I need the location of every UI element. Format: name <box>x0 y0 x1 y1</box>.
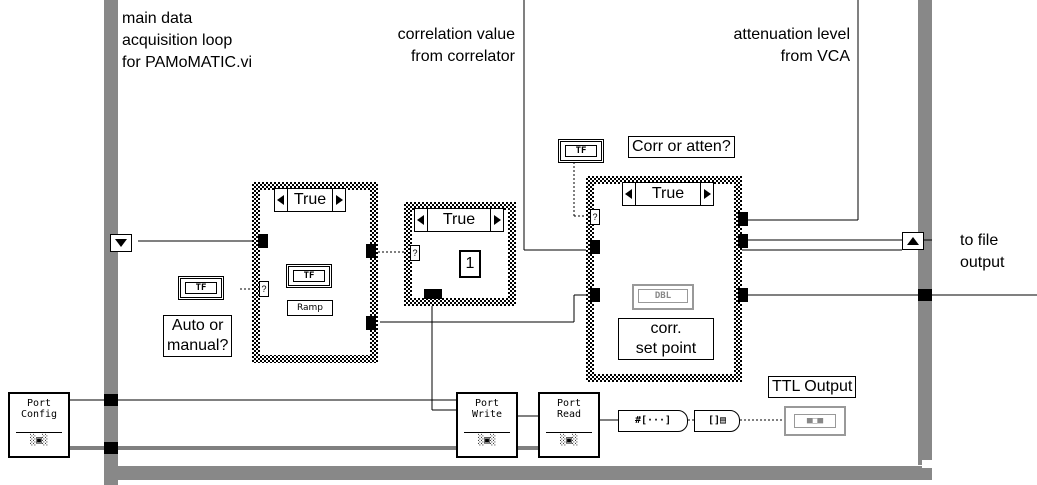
corr-or-atten-label: Corr or atten? <box>628 136 735 158</box>
tunnel <box>738 234 748 248</box>
ramp-indicator[interactable]: TF <box>286 264 332 288</box>
loop-note: main data acquisition loop for PAMoMATIC… <box>122 10 253 71</box>
case-selector-3[interactable]: True <box>622 182 714 206</box>
correlation-note: correlation value from correlator <box>397 26 515 65</box>
selector-terminal: ? <box>410 245 420 261</box>
shift-register-right[interactable] <box>902 232 924 250</box>
increment-arrow-icon <box>490 209 503 231</box>
selector-terminal: ? <box>259 281 269 297</box>
tunnel <box>738 212 748 226</box>
tunnel <box>590 240 600 254</box>
port-config-vi[interactable]: Port Config ░▣░ <box>8 392 70 458</box>
increment-arrow-icon <box>700 183 713 205</box>
numeric-constant[interactable]: 1 <box>459 250 481 278</box>
tunnel <box>366 316 376 330</box>
case-selector-2[interactable]: True <box>414 208 504 232</box>
corr-set-point-terminal[interactable]: DBL <box>632 284 694 310</box>
loop-frame-right <box>918 0 932 465</box>
serial-port-icon: ░▣░ <box>546 432 592 451</box>
decrement-arrow-icon <box>415 209 428 231</box>
loop-frame-bottom <box>104 466 932 480</box>
selector-terminal: ? <box>590 209 600 225</box>
corr-or-atten-terminal[interactable]: TF <box>558 139 604 163</box>
auto-manual-terminal[interactable]: TF <box>178 276 224 300</box>
corr-set-point-label: corr. set point <box>618 318 714 360</box>
shift-register-left[interactable] <box>110 234 132 252</box>
tunnel <box>738 288 748 302</box>
attenuation-note: attenuation level from VCA <box>733 26 850 65</box>
string-to-byte-array-node[interactable]: #[···] <box>618 410 688 432</box>
decrement-arrow-icon <box>275 189 288 211</box>
case-selector-1[interactable]: True <box>274 188 346 212</box>
tunnel <box>424 289 442 299</box>
ramp-label: Ramp <box>287 300 333 316</box>
tunnel <box>366 244 376 258</box>
tunnel <box>258 234 268 248</box>
serial-port-icon: ░▣░ <box>464 432 510 451</box>
ttl-output-label: TTL Output <box>768 376 857 398</box>
file-output-note: to file output <box>960 232 1005 271</box>
decrement-arrow-icon <box>623 183 636 205</box>
auto-manual-label: Auto or manual? <box>163 315 233 357</box>
number-to-boolean-array-node[interactable]: []▤ <box>694 410 740 432</box>
serial-port-icon: ░▣░ <box>16 432 62 451</box>
port-write-vi[interactable]: Port Write ░▣░ <box>456 392 518 458</box>
ttl-output-indicator[interactable]: ■□■ <box>784 406 846 436</box>
increment-arrow-icon <box>332 189 345 211</box>
tunnel <box>590 288 600 302</box>
port-read-vi[interactable]: Port Read ░▣░ <box>538 392 600 458</box>
